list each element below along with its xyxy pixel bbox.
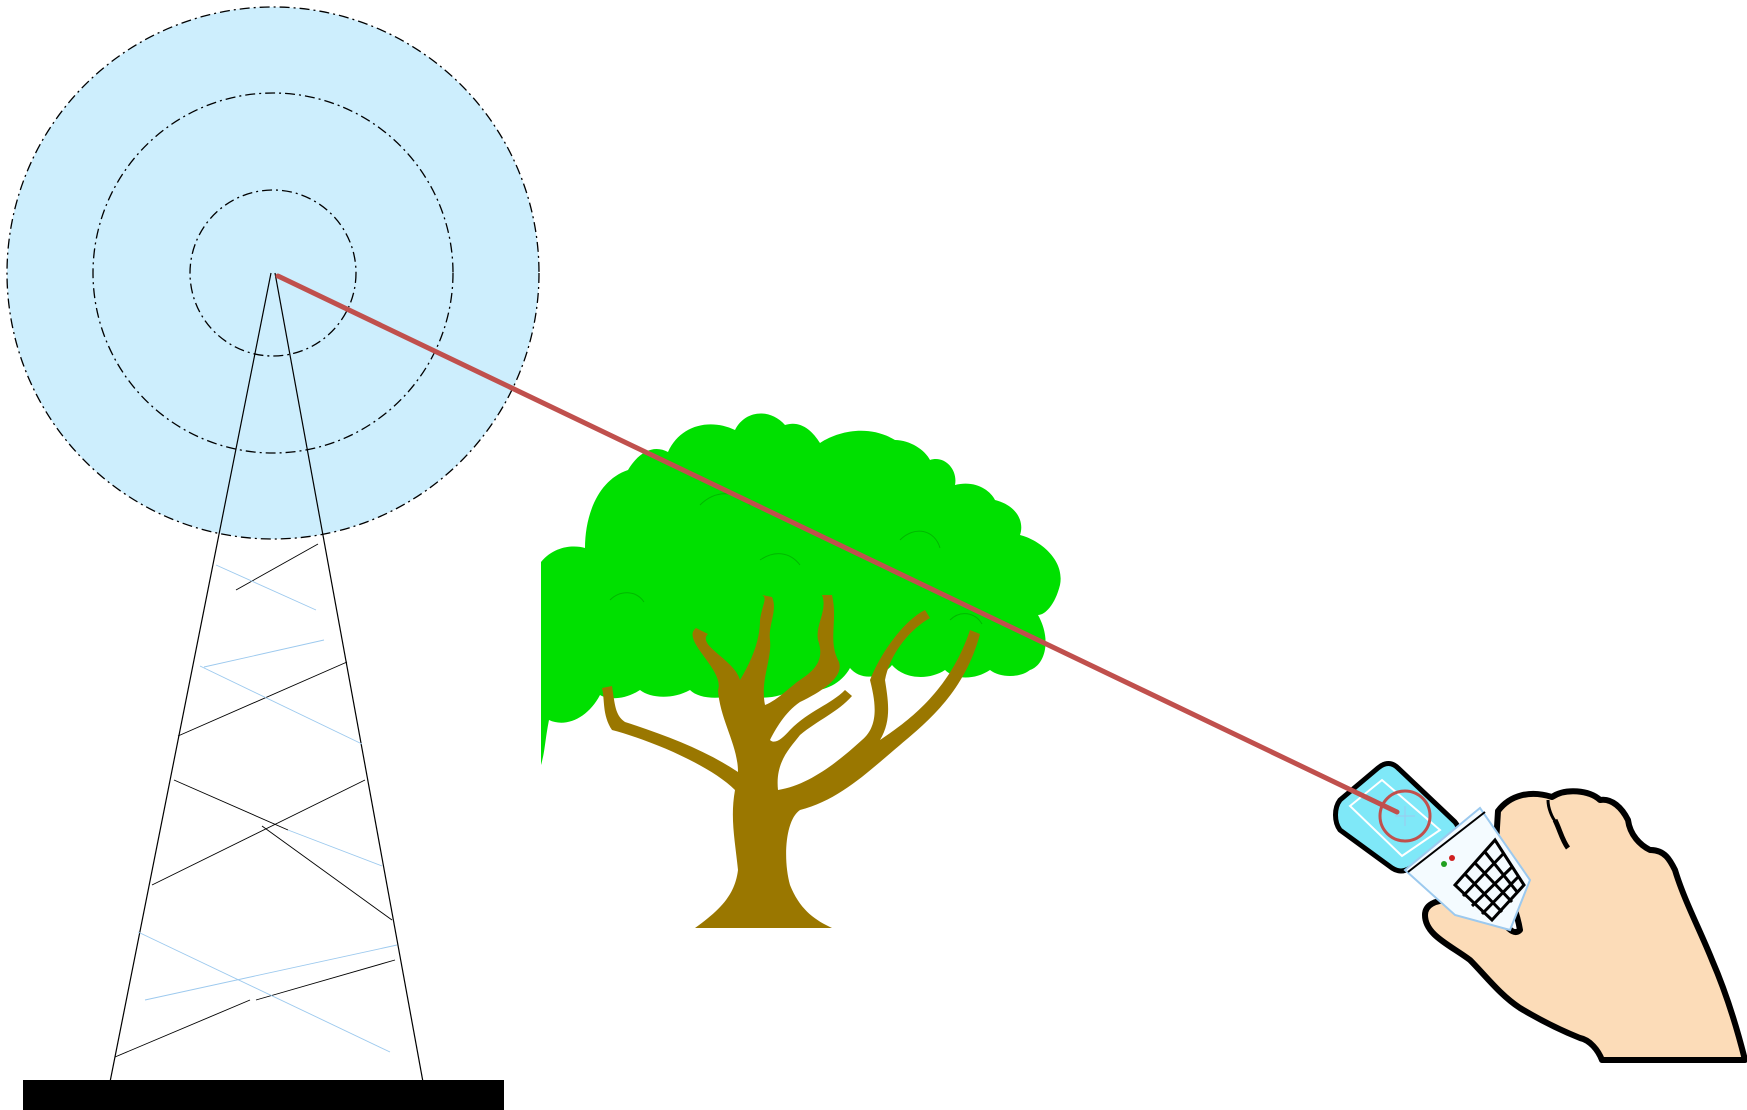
tower-base <box>23 1080 504 1110</box>
coverage-area <box>7 7 539 539</box>
phone-indicator-red <box>1449 855 1455 861</box>
tower-bracing-light <box>138 565 397 1052</box>
signal-path <box>278 276 1397 812</box>
phone-indicator-green <box>1441 861 1447 867</box>
tower-bracing <box>115 544 395 1057</box>
signal-coverage <box>7 7 539 539</box>
tree <box>541 414 1061 928</box>
tree-foliage <box>541 414 1061 765</box>
